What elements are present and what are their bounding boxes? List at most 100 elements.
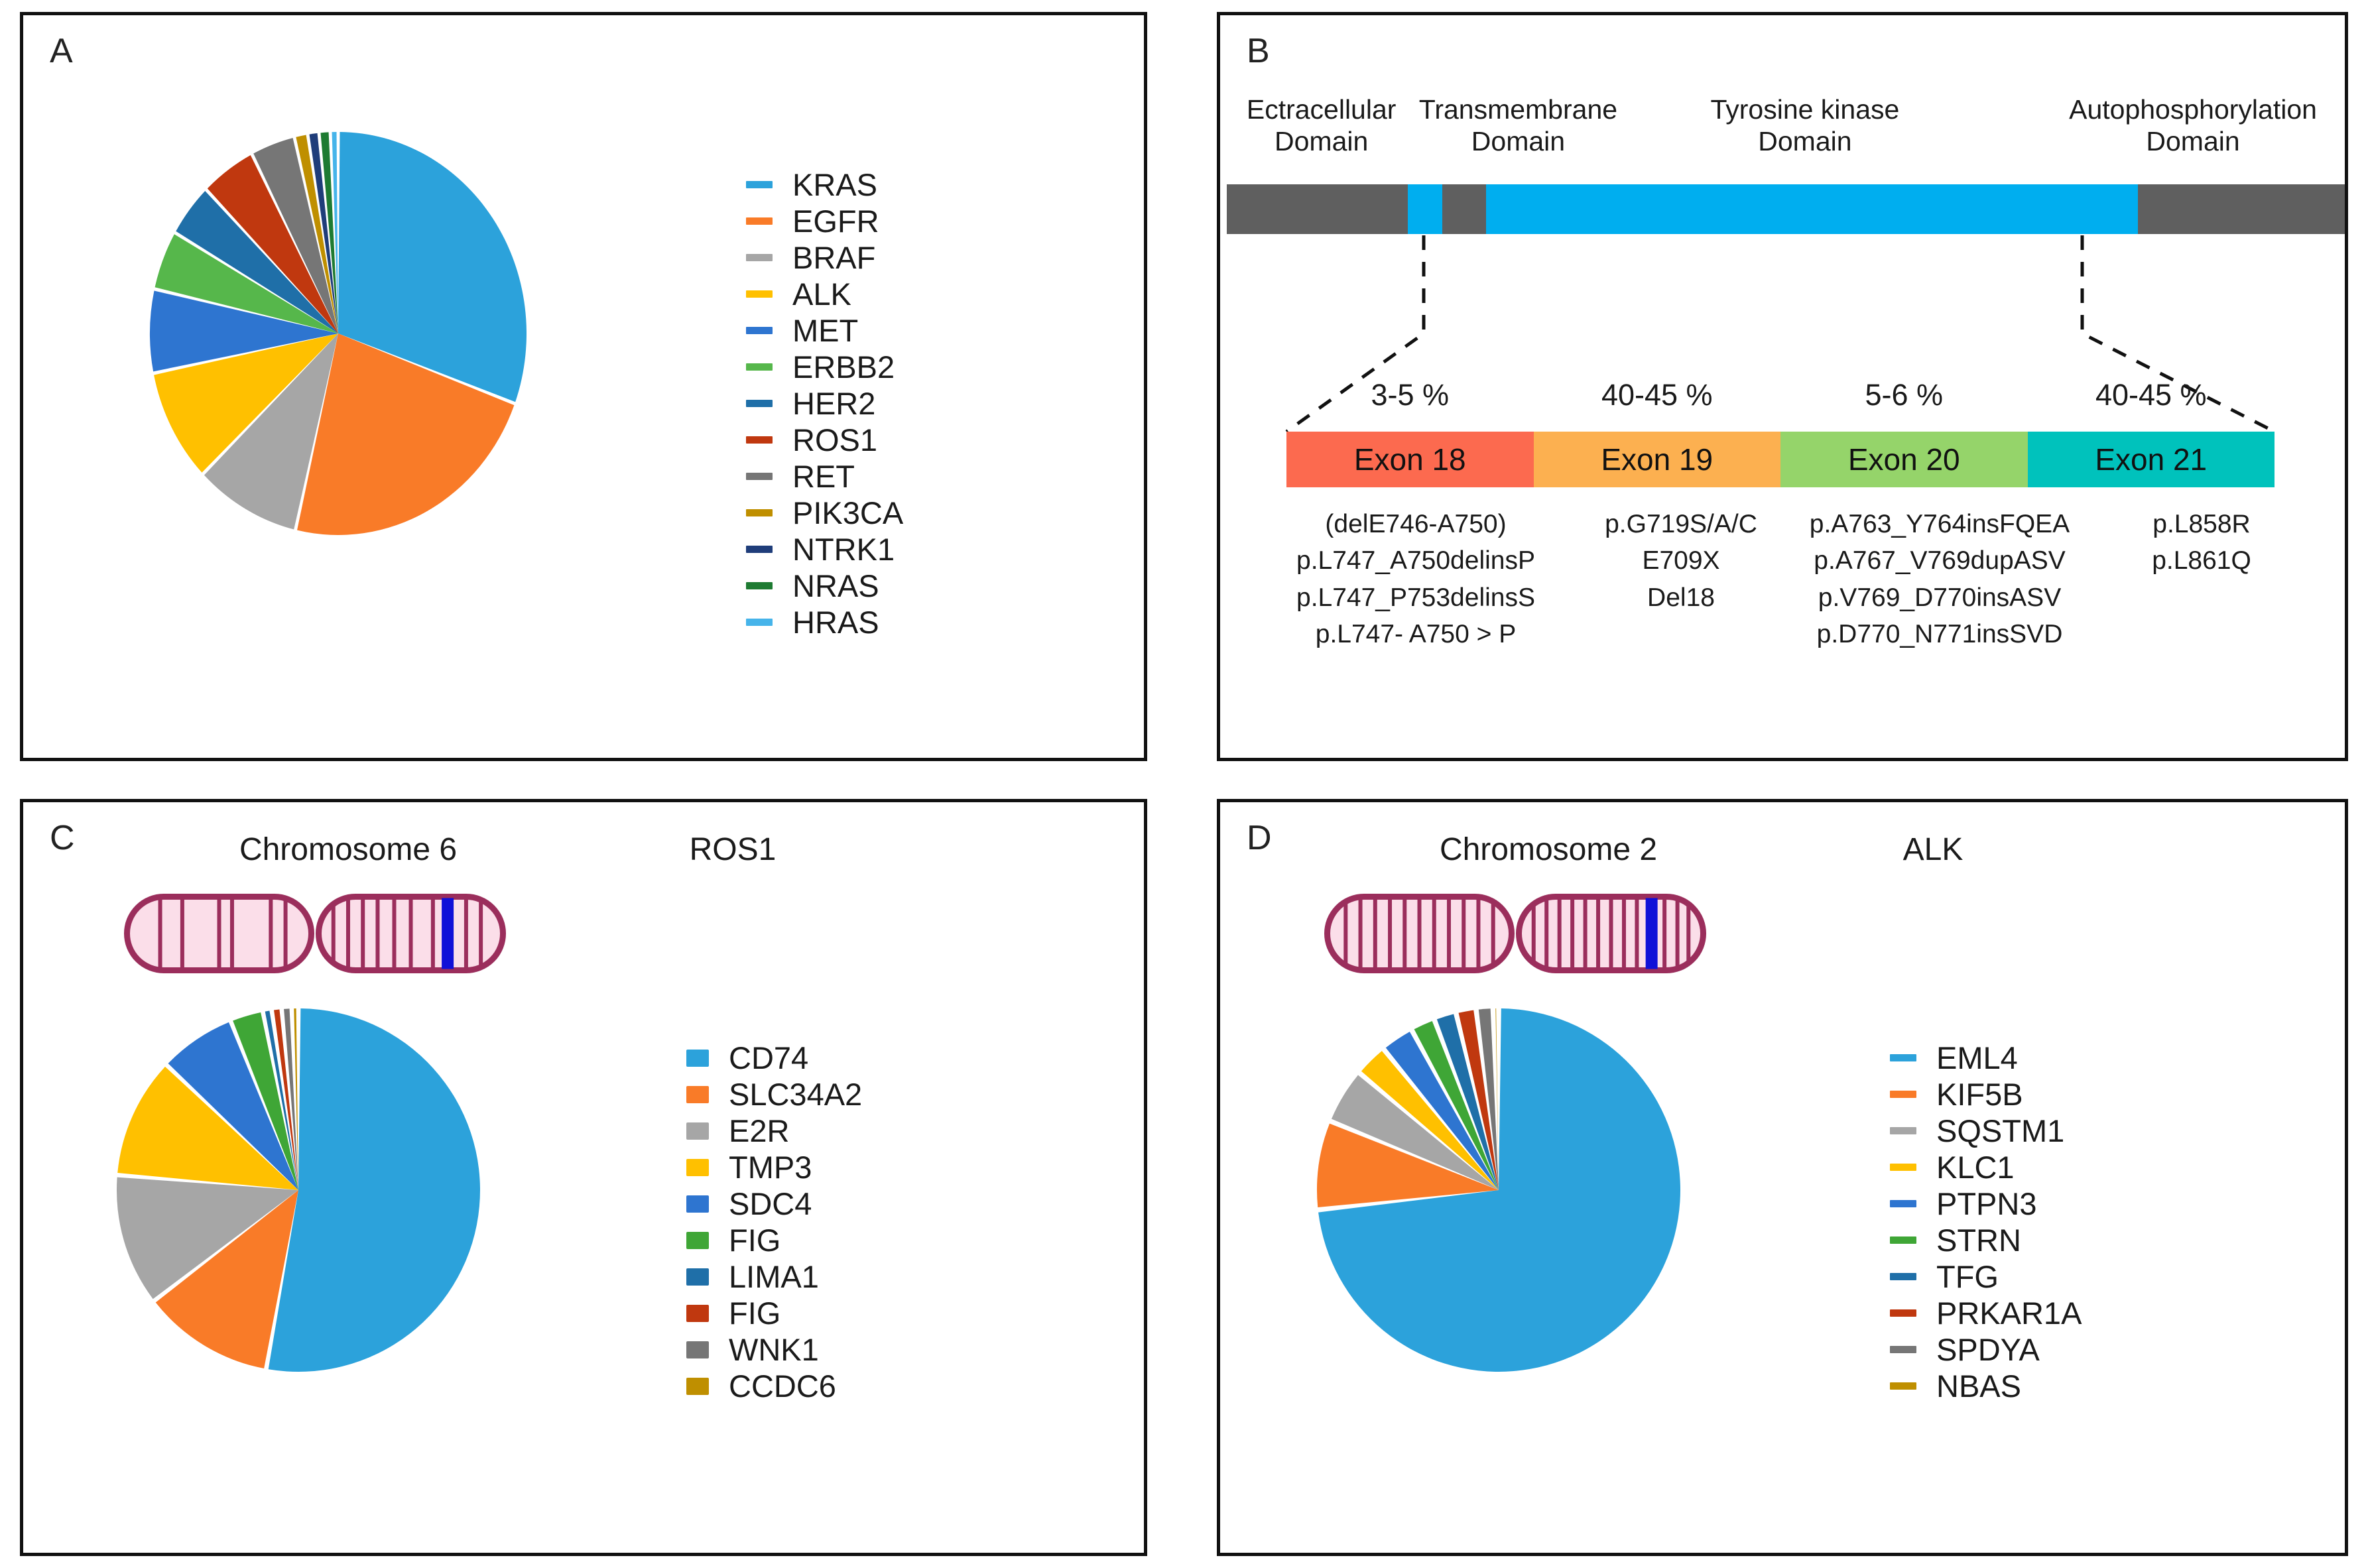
legend-item[interactable]: HRAS (746, 604, 903, 640)
legend-item[interactable]: CD74 (686, 1040, 862, 1076)
chromosome-band (1635, 896, 1639, 971)
legend-item[interactable]: TFG (1890, 1258, 2082, 1295)
legend-swatch-fig (686, 1304, 709, 1322)
exon-percentage-row: 3-5 %40-45 %5-6 %40-45 % (1220, 380, 2345, 420)
legend-item[interactable]: HER2 (746, 385, 903, 422)
legend-item[interactable]: FIG (686, 1295, 862, 1331)
legend-label: MET (792, 313, 859, 348)
legend-swatch-fig (686, 1231, 709, 1249)
legend-item[interactable]: SLC34A2 (686, 1076, 862, 1113)
domain-segment-juxtamembrane-gray (1442, 184, 1487, 234)
legend-label: TFG (1936, 1259, 1999, 1294)
pie-slice (1331, 1075, 1499, 1190)
legend-item[interactable]: CCDC6 (686, 1368, 862, 1404)
legend-item[interactable]: TMP3 (686, 1149, 862, 1185)
pie-slice (338, 132, 527, 402)
legend-swatch-alk (746, 290, 773, 298)
legend-item[interactable]: ERBB2 (746, 349, 903, 385)
legend-item[interactable]: SQSTM1 (1890, 1113, 2082, 1149)
panel-d-gene-title: ALK (1902, 832, 1963, 867)
mutation-list-exon-20: p.A763_Y764insFQEA p.A767_V769dupASV p.V… (1809, 510, 2070, 649)
pie-slice (296, 135, 338, 333)
pie-slice (1385, 1032, 1499, 1190)
chromosome-band (1388, 896, 1393, 971)
pie-slice (309, 133, 338, 333)
pie-slice (1436, 1014, 1499, 1190)
legend-item[interactable]: RET (746, 458, 903, 495)
panel-b-letter: B (1247, 32, 1271, 70)
legend-swatch-klc1 (1890, 1164, 1916, 1171)
chromosome-band (408, 896, 413, 971)
legend-swatch-erbb2 (746, 363, 773, 371)
chromosome-band (1491, 896, 1495, 971)
legend-item[interactable]: NRAS (746, 568, 903, 604)
legend-item[interactable]: WNK1 (686, 1331, 862, 1368)
legend-item[interactable]: NBAS (1890, 1368, 2082, 1404)
chromosome-band (331, 896, 336, 971)
panel-c-gene-title: ROS1 (689, 832, 777, 867)
domain-segment-tyrosine-kinase (1486, 184, 2139, 234)
domain-label-2: Transmembrane Domain (1418, 94, 1618, 157)
legend-label: PIK3CA (792, 495, 904, 530)
pie-slice (294, 1008, 298, 1190)
exon-box-4[interactable]: Exon 21 (2027, 432, 2275, 487)
legend-item[interactable]: NTRK1 (746, 531, 903, 568)
exon-box-2[interactable]: Exon 19 (1533, 432, 1780, 487)
mutation-list-exon-18: (delE746-A750) p.L747_A750delinsP p.L747… (1296, 510, 1535, 649)
chromosome-band (392, 896, 397, 971)
legend-item[interactable]: FIG (686, 1222, 862, 1258)
legend-item[interactable]: KLC1 (1890, 1149, 2082, 1185)
chromosome-band (1583, 896, 1588, 971)
legend-label: KRAS (792, 167, 877, 202)
chromosome-band (217, 896, 221, 971)
chromosome-svg (124, 894, 506, 973)
legend-swatch-hras (746, 619, 773, 626)
legend-swatch-cd74 (686, 1049, 709, 1067)
legend-item[interactable]: BRAF (746, 239, 903, 276)
legend-label: SPDYA (1936, 1332, 2040, 1367)
legend-label: SLC34A2 (729, 1077, 863, 1112)
chromosome-band (158, 896, 162, 971)
legend-swatch-ntrk1 (746, 546, 773, 553)
legend-item[interactable]: MET (746, 312, 903, 349)
legend-item[interactable]: KRAS (746, 166, 903, 203)
legend-item[interactable]: PTPN3 (1890, 1185, 2082, 1222)
legend-item[interactable]: EML4 (1890, 1040, 2082, 1076)
chromosome-band (269, 896, 273, 971)
legend-item[interactable]: SDC4 (686, 1185, 862, 1222)
legend-item[interactable]: E2R (686, 1113, 862, 1149)
pie-slice (297, 333, 515, 535)
chromosome-band (1417, 896, 1422, 971)
legend-item[interactable]: EGFR (746, 203, 903, 239)
legend-swatch-pik3ca (746, 509, 773, 516)
legend-item[interactable]: LIMA1 (686, 1258, 862, 1295)
panel-d-letter: D (1247, 819, 1273, 857)
legend-label: KLC1 (1936, 1150, 2015, 1185)
legend-item[interactable]: KIF5B (1890, 1076, 2082, 1113)
pie-slice (265, 1010, 298, 1190)
chromosome-band (345, 896, 350, 971)
legend-label: ALK (792, 276, 851, 312)
chromosome-band (479, 896, 483, 971)
panel-c-chromosome-title: Chromosome 6 (239, 832, 458, 867)
legend-swatch-eml4 (1890, 1054, 1916, 1061)
legend-label: PTPN3 (1936, 1186, 2037, 1221)
legend-label: EGFR (792, 204, 879, 239)
chromosome-band (1675, 896, 1680, 971)
legend-item[interactable]: STRN (1890, 1222, 2082, 1258)
pie-slice (154, 333, 338, 473)
legend-item[interactable]: PRKAR1A (1890, 1295, 2082, 1331)
legend-item[interactable]: ALK (746, 276, 903, 312)
legend-item[interactable]: SPDYA (1890, 1331, 2082, 1368)
legend-label: NRAS (792, 568, 879, 603)
mutation-list-exon-19: p.G719S/A/C E709X Del18 (1605, 510, 1757, 612)
legend-item[interactable]: PIK3CA (746, 495, 903, 531)
exon-box-3[interactable]: Exon 20 (1780, 432, 2028, 487)
exon-box-1[interactable]: Exon 18 (1286, 432, 1534, 487)
panel-a-pie-chart (146, 128, 530, 539)
legend-item[interactable]: ROS1 (746, 422, 903, 458)
